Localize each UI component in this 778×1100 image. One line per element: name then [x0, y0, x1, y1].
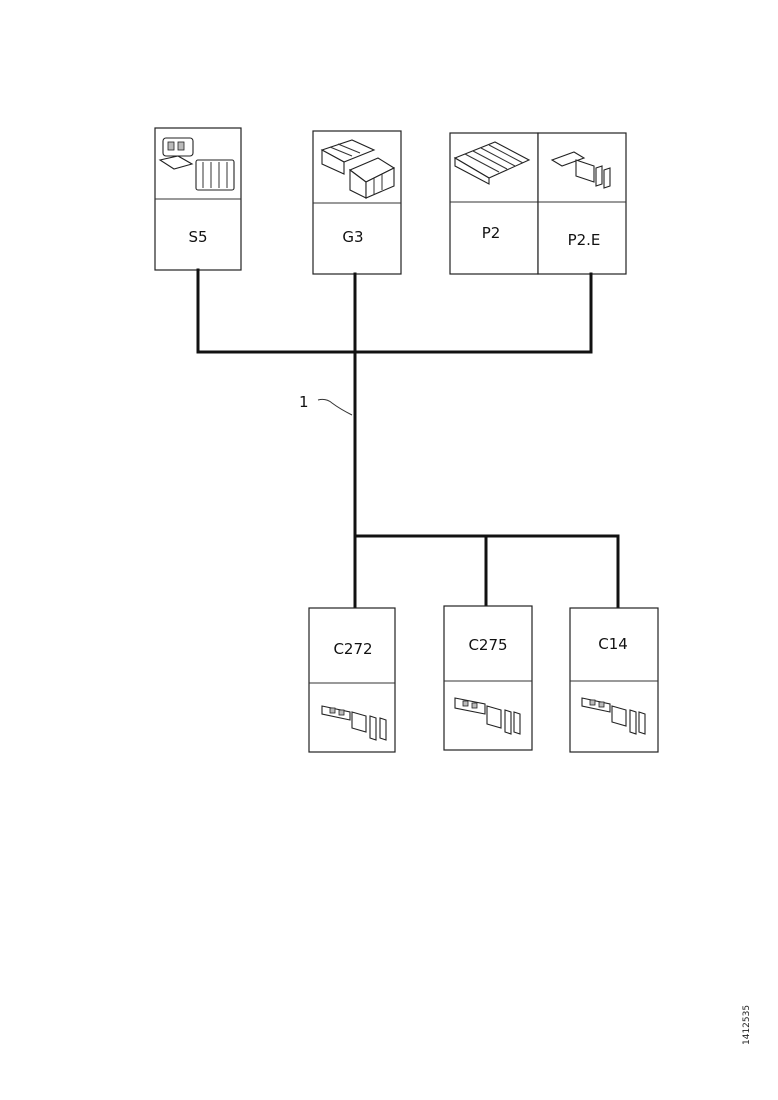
connector-c272: C272: [308, 607, 396, 753]
connector-label: C272: [333, 640, 372, 658]
reference-id: 1412535: [742, 1004, 752, 1045]
connector-label: C14: [598, 635, 628, 653]
callout-label: 1: [299, 393, 309, 411]
connector-label: S5: [188, 228, 207, 246]
connector-p2: P2: [449, 132, 539, 275]
connector-housing-icon: [453, 141, 531, 185]
terminal-icon: [581, 697, 646, 735]
connector-p2e: P2.E: [537, 132, 627, 275]
terminal-icon: [321, 705, 387, 741]
connector-c275: C275: [443, 605, 533, 751]
callout-1: 1: [299, 393, 353, 416]
connector-label: G3: [342, 228, 363, 246]
connector-g3: G3: [312, 130, 402, 275]
connector-label: P2: [482, 224, 501, 242]
connector-housing-icon: [158, 137, 235, 191]
connector-label: C275: [468, 636, 507, 654]
connector-c14: C14: [569, 607, 659, 753]
terminal-icon: [454, 697, 521, 735]
connector-s5: S5: [154, 127, 242, 271]
harness-wires: [196, 268, 620, 610]
terminal-icon: [550, 151, 611, 189]
connector-label: P2.E: [568, 231, 601, 249]
connector-housing-icon: [320, 139, 396, 199]
